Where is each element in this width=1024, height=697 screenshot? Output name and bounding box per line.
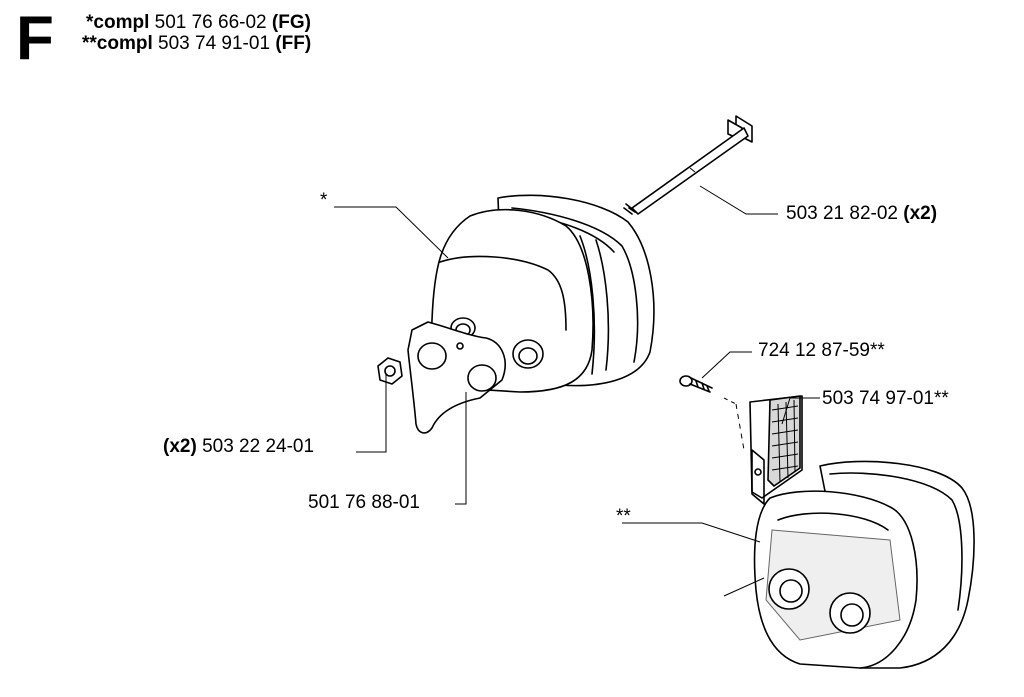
bolt-qty: (x2): [903, 203, 938, 224]
bolt-drawing: [623, 115, 753, 215]
muffler-ff-drawing: [753, 460, 975, 669]
callout-star-double: **: [616, 506, 631, 527]
callout-nut: (x2) 503 22 24-01: [163, 436, 314, 458]
compl-prefix-fg: *compl: [86, 12, 150, 33]
bolt-part-number: 503 21 82-02: [786, 203, 898, 224]
callout-star-single: *: [320, 190, 328, 211]
nut-part-number: 503 22 24-01: [202, 436, 315, 457]
muffler-fg-drawing: [430, 194, 655, 393]
compl-variant-fg: (FG): [271, 12, 311, 33]
gasket-drawing: [407, 321, 506, 434]
screen-drawing: [749, 395, 803, 505]
compl-number-fg: 501 76 66-02: [154, 12, 267, 33]
compl-number-ff: 503 74 91-01: [158, 33, 271, 54]
header-line-fg: *compl 501 76 66-02 (FG): [86, 12, 311, 33]
nut-drawing: [377, 357, 403, 385]
section-letter: F: [16, 4, 54, 73]
header-line-ff: **compl 503 74 91-01 (FF): [82, 33, 311, 54]
nut-qty: (x2): [163, 436, 197, 457]
callout-gasket: 501 76 88-01: [308, 492, 420, 513]
callout-screen: 503 74 97-01**: [822, 388, 949, 409]
callout-bolt: 503 21 82-02 (x2): [786, 203, 937, 225]
screw-drawing: [679, 375, 745, 451]
leader-lines: [334, 185, 820, 597]
compl-prefix-ff: **compl: [82, 33, 153, 54]
compl-variant-ff: (FF): [275, 33, 312, 54]
callout-screw: 724 12 87-59**: [758, 340, 885, 361]
